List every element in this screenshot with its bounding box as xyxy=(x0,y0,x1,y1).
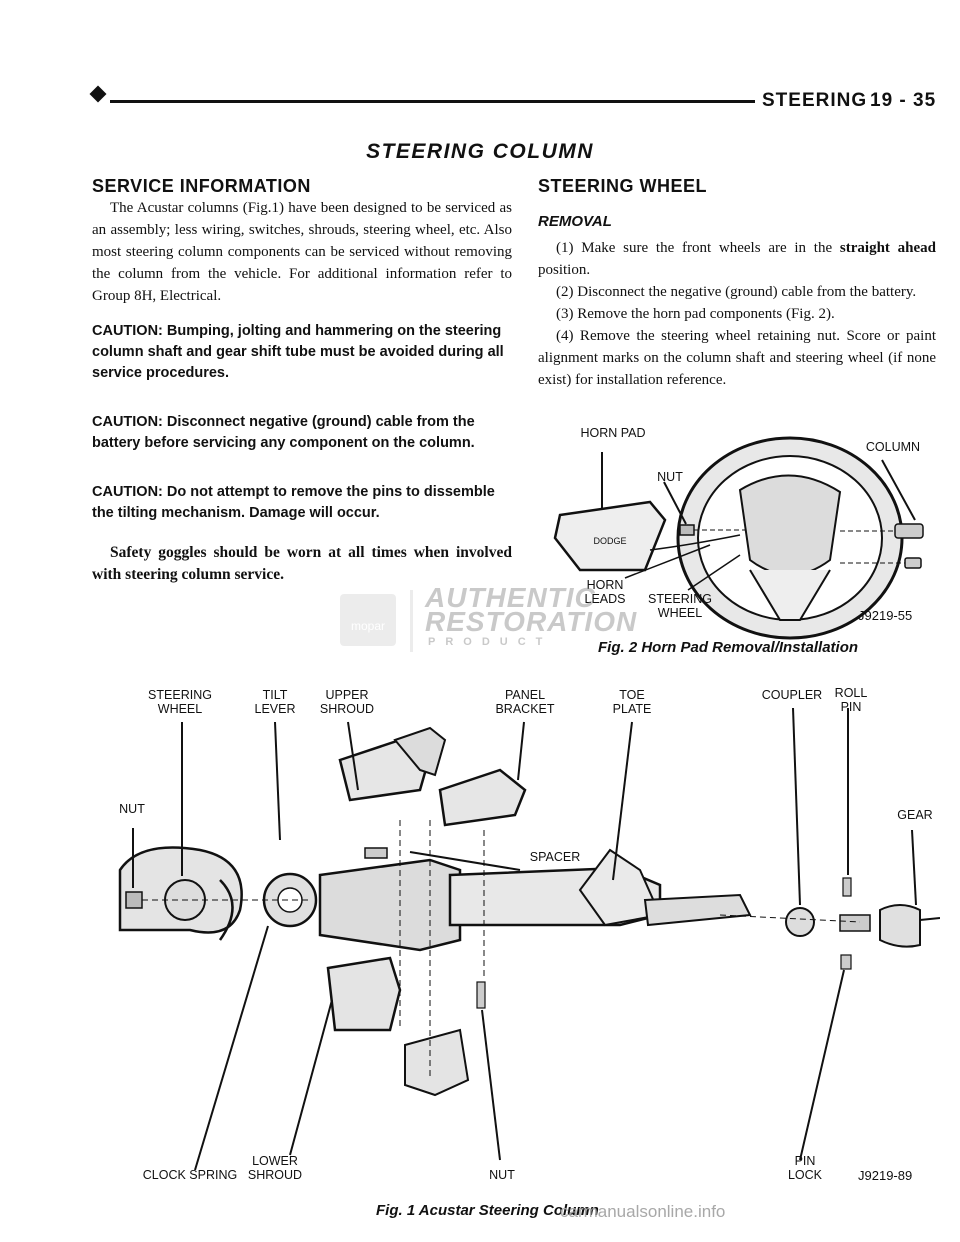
fig1-label-toe-plate: TOE PLATE xyxy=(612,688,652,716)
fig1-pin-lock xyxy=(840,954,852,970)
fig1-leader-tilt-lever xyxy=(274,721,281,841)
fig1-roll-pin xyxy=(842,877,852,897)
fig1-coupler xyxy=(785,907,815,937)
fig1-label-lower-shroud: LOWER SHROUD xyxy=(247,1154,303,1182)
fig2-label-nut: NUT xyxy=(657,470,683,484)
fig2-leader-horn-leads xyxy=(624,544,711,579)
step-3: (3) Remove the horn pad components (Fig.… xyxy=(556,306,835,322)
fig2-horn-leads-wire xyxy=(649,534,741,551)
header-diamond-icon xyxy=(89,85,107,103)
fig1-leader-panel-bracket xyxy=(517,721,525,781)
fig1-label-nut-left: NUT xyxy=(119,802,145,816)
fig2-leader-steering-wheel xyxy=(687,554,741,591)
fig1-lower-shroud xyxy=(326,956,402,1032)
fig2-caption: Fig. 2 Horn Pad Removal/Installation xyxy=(598,639,859,656)
header-section: STEERING xyxy=(762,90,868,111)
fig2-label-steering-wheel: STEERING WHEEL xyxy=(648,592,712,620)
mopar-logo-watermark: mopar xyxy=(340,590,413,652)
fig2-code: J9219-55 xyxy=(858,608,913,623)
fig2-nut xyxy=(679,524,695,536)
fig2-column-stub xyxy=(894,523,924,539)
fig1-label-gear: GEAR xyxy=(897,808,933,822)
header-rule xyxy=(110,100,755,103)
steering-wheel-heading: STEERING WHEEL xyxy=(538,176,708,196)
fig2-label-column: COLUMN xyxy=(865,440,921,454)
fig1-label-roll-pin: ROLL PIN xyxy=(834,686,868,714)
fig1-wheel-rim-edge xyxy=(218,879,234,941)
fig1-leader-nut-bottom xyxy=(481,1009,501,1161)
fig2-leader-nut xyxy=(663,481,687,525)
fig1-leader-gear xyxy=(911,829,917,906)
fig1-label-coupler: COUPLER xyxy=(761,688,823,702)
watermark-text-product: PRODUCT xyxy=(428,636,553,648)
service-information-heading: SERVICE INFORMATION xyxy=(92,176,311,196)
watermark-text-authentic: AUTHENTIC xyxy=(425,582,596,613)
fig1-leader-spacer xyxy=(409,851,521,871)
fig1-leader-upper-shroud xyxy=(347,721,359,791)
fig1-lower-shaft xyxy=(643,893,752,927)
fig1-leader-coupler xyxy=(792,707,801,906)
fig2-label-horn-leads: HORN LEADS xyxy=(584,578,626,606)
chapter-title: STEERING COLUMN xyxy=(366,140,594,163)
fig1-bolt xyxy=(476,981,486,1009)
svg-text:mopar: mopar xyxy=(351,619,385,633)
fig1-leader-pin-lock xyxy=(799,969,845,1161)
fig2-leader-column xyxy=(881,459,916,521)
left-column: SERVICE INFORMATION The Acustar columns … xyxy=(92,175,512,586)
fig2-wheel-hub xyxy=(738,474,842,576)
fig2-wheel-spoke xyxy=(749,569,831,621)
caution-disconnect: CAUTION: Disconnect negative (ground) ca… xyxy=(92,414,475,451)
watermark-text-restoration: RESTORATION xyxy=(425,606,638,637)
fig2-horn-pad-illustration: DODGE xyxy=(553,436,924,640)
fig2-label-horn-pad: HORN PAD xyxy=(580,426,646,440)
fig2-pad-logo: DODGE xyxy=(593,536,626,546)
service-info-paragraph: The Acustar columns (Fig.1) have been de… xyxy=(92,200,512,304)
fig1-caption: Fig. 1 Acustar Steering Column xyxy=(376,1202,599,1219)
fig1-gear xyxy=(879,904,921,948)
fig2-column-nut xyxy=(904,557,922,569)
caution-pins: CAUTION: Do not attempt to remove the pi… xyxy=(92,484,495,521)
right-column: STEERING WHEEL REMOVAL (1) Make sure the… xyxy=(538,175,936,391)
step-1: (1) Make sure the front wheels are in th… xyxy=(538,240,937,278)
fig1-label-upper-shroud: UPPER SHROUD xyxy=(319,688,375,716)
fig1-label-steering-wheel: STEERING WHEEL xyxy=(148,688,212,716)
removal-subheading: REMOVAL xyxy=(538,213,612,230)
header-page-number: 19 - 35 xyxy=(870,90,937,111)
fig1-label-tilt-lever: TILT LEVER xyxy=(254,688,296,716)
step-2: (2) Disconnect the negative (ground) cab… xyxy=(556,284,917,300)
fig1-label-clock-spring: CLOCK SPRING xyxy=(142,1168,238,1182)
fig1-code: J9219-89 xyxy=(858,1168,913,1183)
fig1-nut-left xyxy=(125,891,143,909)
site-watermark: carmanualsonline.info xyxy=(560,1202,726,1221)
fig1-label-spacer: SPACER xyxy=(529,850,581,864)
fig1-label-pin-lock: PIN LOCK xyxy=(787,1154,823,1182)
fig1-label-panel-bracket: PANEL BRACKET xyxy=(495,688,555,716)
fig1-leader-clock-spring xyxy=(194,925,269,1170)
fig1-column-body xyxy=(318,858,462,952)
step-4: (4) Remove the steering wheel retaining … xyxy=(538,328,936,388)
fig1-panel-bracket xyxy=(438,768,527,827)
safety-note: Safety goggles should be worn at all tim… xyxy=(92,544,512,583)
fig1-label-nut-bottom: NUT xyxy=(489,1168,515,1182)
fig1-toe-plate xyxy=(578,848,662,927)
fig1-steering-column-illustration xyxy=(118,707,940,1170)
fig1-spacer xyxy=(364,847,388,859)
fig1-leader-lower-shroud xyxy=(289,999,333,1156)
caution-bumping: CAUTION: Bumping, jolting and hammering … xyxy=(92,323,504,381)
fig1-leader-toe-plate xyxy=(612,721,633,881)
